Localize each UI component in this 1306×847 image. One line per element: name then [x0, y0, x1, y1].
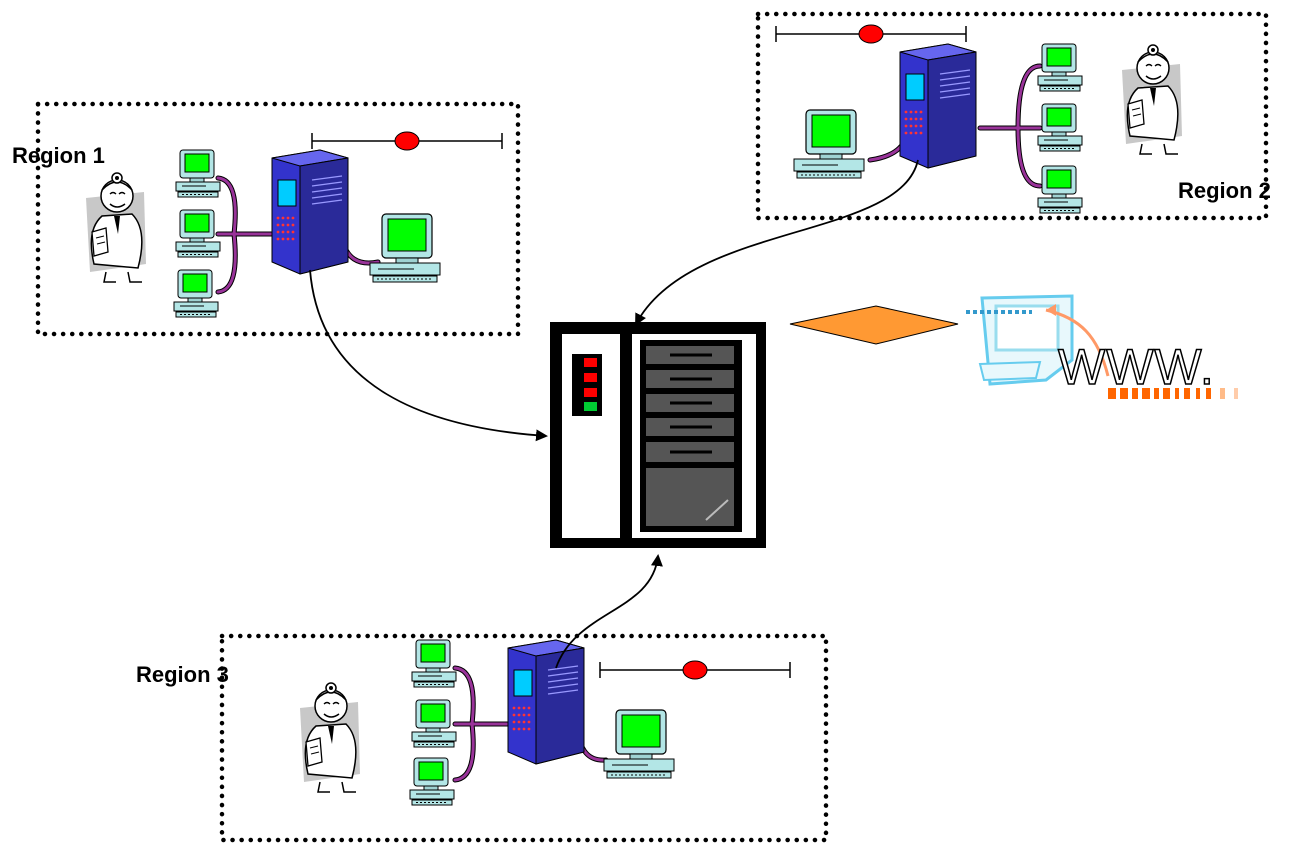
- region-2-server-icon: [899, 43, 977, 169]
- region-3-database-link-icon: [599, 660, 791, 680]
- region-3-doctor-icon: [299, 682, 361, 793]
- region-1-workstation-icon: [175, 209, 221, 258]
- region-3-label: Region 3: [136, 662, 229, 687]
- region-2-workstation-icon: [1037, 165, 1083, 214]
- region-2-cables: [867, 63, 1043, 189]
- firewall-diamond-icon: [789, 305, 959, 345]
- region-2-to-central-arrow: [635, 159, 919, 326]
- region-3-server-icon: [507, 639, 585, 765]
- region-1-doctor-icon: [85, 172, 147, 283]
- region-1-workstation-icon: [173, 269, 219, 318]
- region-2-workstation-icon: [1037, 103, 1083, 152]
- region-3-border: [219, 633, 829, 843]
- region-1-to-central-arrow: [309, 269, 548, 442]
- internet-www-label: WWW.: [1057, 338, 1215, 396]
- region-1-workstation-icon: [175, 149, 221, 198]
- internet-computer-icon: [966, 294, 1238, 399]
- region-2-workstation-icon: [1037, 43, 1083, 92]
- region-2-border: [755, 11, 1269, 221]
- region-1-server-icon: [271, 149, 349, 275]
- region-1-database-link-icon: [311, 131, 503, 151]
- region-3-to-central-arrow: [555, 554, 663, 669]
- region-3-workstation-icon: [411, 699, 457, 748]
- region-3-terminal-icon: [603, 709, 675, 779]
- central-server-rack-icon: [550, 322, 766, 548]
- region-2-database-link-icon: [775, 24, 967, 44]
- region-2-doctor-icon: [1121, 44, 1183, 155]
- region-3-workstation-icon: [409, 757, 455, 806]
- region-2-terminal-icon: [793, 109, 865, 179]
- region-2-label: Region 2: [1178, 178, 1271, 203]
- region-1-terminal-icon: [369, 213, 441, 283]
- region-1-label: Region 1: [12, 143, 105, 168]
- region-3-workstation-icon: [411, 639, 457, 688]
